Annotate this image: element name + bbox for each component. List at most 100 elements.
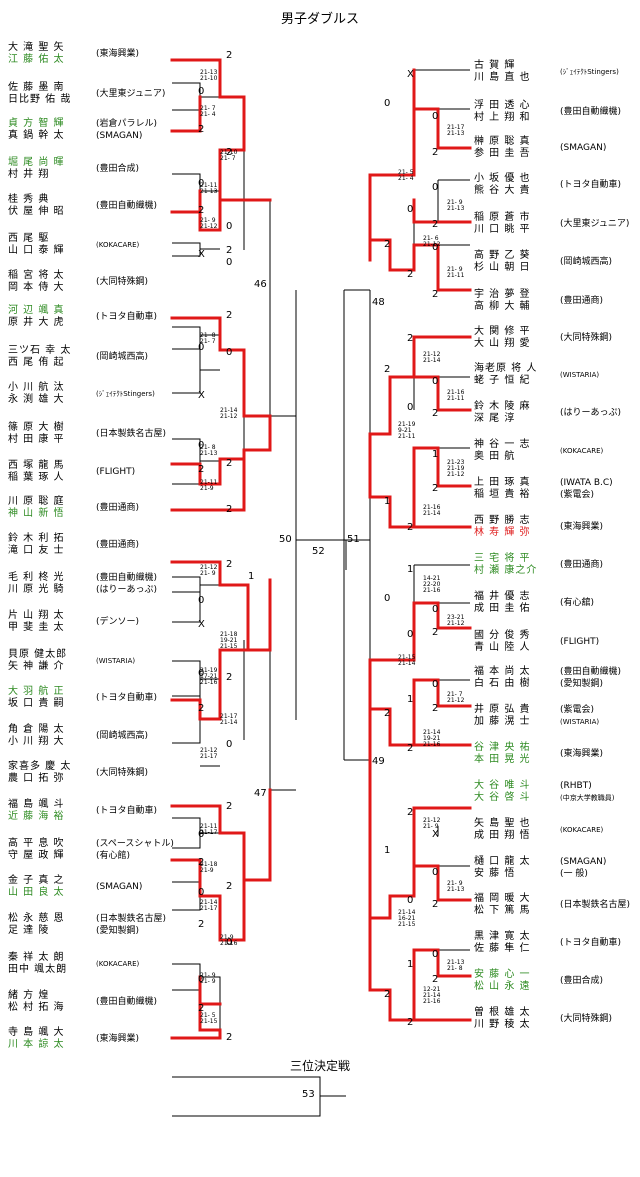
player-name: 鈴 木 陵 麻	[474, 401, 531, 412]
page-title: 男子ダブルス	[280, 12, 359, 27]
team-name: (豊田通商)	[560, 296, 604, 306]
team-name: (KOKACARE)	[96, 960, 140, 968]
player-name: 曽 根 雄 太	[474, 1007, 531, 1018]
game-score-mark: 2	[407, 333, 414, 344]
team-name: (紫電会)	[560, 705, 595, 715]
game-score-mark: 2	[226, 50, 233, 61]
player-name: 西 塚 龍 馬	[8, 460, 65, 471]
player-name: 井 原 弘 貴	[474, 704, 531, 715]
set-scores: 21-13 21-10	[200, 69, 218, 82]
team-name: (豊田通商)	[96, 503, 140, 513]
game-score-mark: 2	[198, 1003, 205, 1014]
game-score-mark: 0	[432, 604, 439, 615]
set-scores: 21-14 21-17	[200, 899, 218, 912]
player-name: 堀 尾 尚 暉	[8, 157, 65, 168]
team-name: (トヨタ自動車)	[96, 312, 158, 322]
team-name: (日本製鉄名古屋)	[96, 429, 167, 439]
team-name: (豊田自動織機)	[96, 201, 158, 211]
set-scores: 21-16 21-11	[447, 389, 465, 402]
game-score-mark: 0	[226, 221, 233, 232]
game-score-mark: 1	[407, 959, 414, 970]
team-name: (KOKACARE)	[96, 241, 140, 249]
game-score-mark: 2	[432, 974, 439, 985]
player-name: 村 瀬 康之介	[474, 565, 538, 576]
game-score-mark: 2	[384, 708, 391, 719]
player-name: 加 藤 滉 士	[474, 716, 531, 727]
player-name: 高 平 息 吹	[8, 838, 65, 849]
player-name: 篠 原 大 樹	[8, 422, 65, 433]
set-scores: 21- 9 21- 9	[200, 972, 216, 985]
player-name: 大 関 修 平	[474, 326, 531, 337]
game-score-mark: 0	[226, 257, 233, 268]
team-name: (ｼﾞｪｲﾃｸﾄStingers)	[96, 390, 155, 398]
set-scores: 21- 7 21- 4	[200, 105, 216, 118]
game-score-mark: 0	[432, 182, 439, 193]
team-name: (SMAGAN)	[560, 857, 607, 867]
player-name: 佐 藤 隼 仁	[474, 943, 531, 954]
player-name: 鈴 木 利 拓	[8, 533, 65, 544]
player-name: 神 山 新 悟	[8, 508, 65, 519]
game-score-mark: 2	[407, 743, 414, 754]
set-scores: 21- 8 21- 7	[200, 332, 216, 345]
team-name: (岡崎城西高)	[560, 257, 613, 267]
game-score-mark: 2	[226, 245, 233, 256]
player-name: 福 島 颯 斗	[8, 799, 65, 810]
player-name: 江 藤 佑 太	[8, 54, 65, 65]
player-name: 海老原 将 人	[474, 363, 538, 374]
team-name: (はりーあっぷ)	[96, 585, 158, 595]
player-name: 村 上 翔 和	[474, 112, 531, 123]
game-score-mark: 0	[384, 593, 391, 604]
set-scores: 21-10 21- 7	[220, 149, 238, 162]
set-scores: 14-21 22-20 21-16	[423, 575, 441, 594]
game-score-mark: 0	[432, 679, 439, 690]
team-name: (スペースシャトル)	[96, 839, 174, 849]
player-name: 川 野 稜 太	[474, 1019, 531, 1030]
player-name: 松 下 篤 馬	[474, 905, 531, 916]
game-score-mark: 2	[226, 1032, 233, 1043]
player-name: 高 柳 大 輔	[474, 301, 531, 312]
team-name: (WISTARIA)	[96, 657, 136, 665]
game-score-mark: 2	[226, 559, 233, 570]
player-name: 白 石 由 樹	[474, 678, 531, 689]
player-name: 福 岡 暖 大	[474, 893, 531, 904]
team-name: (トヨタ自動車)	[560, 938, 622, 948]
player-name: 小 坂 優 也	[474, 173, 531, 184]
player-name: 貝原 健太郎	[8, 649, 68, 660]
player-name: 三 宅 将 平	[474, 553, 531, 564]
game-score-mark: 0	[226, 347, 233, 358]
game-score-mark: 2	[407, 1017, 414, 1028]
player-name: 上 田 琢 真	[474, 477, 531, 488]
game-score-mark: 2	[432, 627, 439, 638]
team-name: (ｼﾞｪｲﾃｸﾄStingers)	[560, 68, 619, 76]
player-name: 高 野 乙 葵	[474, 250, 531, 261]
match-number: 53	[302, 1089, 315, 1100]
set-scores: 21- 9 21-13	[447, 880, 465, 893]
game-score-mark: 0	[384, 98, 391, 109]
player-name: 伏 屋 伸 昭	[8, 206, 65, 217]
team-name: (大同特殊鋼)	[96, 277, 149, 287]
player-name: 小 川 翔 大	[8, 736, 65, 747]
set-scores: 21- 9 21-13	[447, 199, 465, 212]
team-name: (SMAGAN)	[560, 143, 607, 153]
team-name: (RHBT)	[560, 781, 592, 791]
player-name: 川 原 光 騎	[8, 584, 65, 595]
game-score-mark: 0	[198, 342, 205, 353]
set-scores: 21-19 9-21 21-11	[398, 421, 416, 440]
game-score-mark: 0	[432, 111, 439, 122]
player-name: 成 田 翔 悟	[474, 830, 531, 841]
player-name: 蛯 子 恒 紀	[474, 375, 531, 386]
game-score-mark: 2	[407, 269, 414, 280]
player-name: 安 藤 悟	[474, 868, 516, 879]
team-name: (東海興業)	[560, 522, 604, 532]
player-name: 角 倉 陽 太	[8, 724, 65, 735]
player-name: 熊 谷 大 貴	[474, 185, 531, 196]
team-name: (豊田通商)	[96, 540, 140, 550]
match-number: 46	[254, 279, 267, 290]
player-name: 守 屋 政 輝	[8, 850, 65, 861]
game-score-mark: 2	[198, 205, 205, 216]
team-name: (大同特殊鋼)	[96, 768, 149, 778]
team-name: (KOKACARE)	[560, 447, 604, 455]
team-name: (トヨタ自動車)	[96, 693, 158, 703]
game-score-mark: 2	[432, 483, 439, 494]
player-name: 浮 田 透 心	[474, 100, 531, 111]
